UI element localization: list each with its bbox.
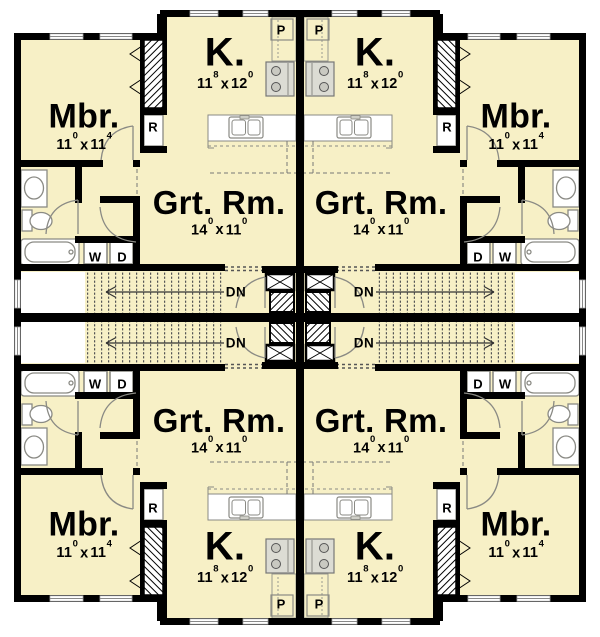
- bath-door: [45, 199, 79, 235]
- master-door: [100, 125, 134, 161]
- burner: [271, 82, 281, 92]
- unit-lower-right-geometry: [298, 316, 588, 627]
- walls: [14, 10, 300, 318]
- windows: [14, 10, 269, 309]
- bathtub-inner: [24, 241, 76, 263]
- window: [14, 279, 21, 309]
- appliance-boxes: [83, 114, 164, 265]
- sink-basin: [23, 176, 45, 200]
- toilet-bowl: [29, 211, 53, 231]
- burner: [271, 66, 281, 76]
- window: [49, 33, 84, 40]
- center-core: [143, 39, 296, 313]
- unit-upper-left-geometry: [14, 10, 300, 318]
- refrigerator-box: [143, 114, 164, 147]
- washer-box: [83, 240, 108, 265]
- stair-arrow: [105, 285, 224, 299]
- pantry-box: [270, 18, 294, 41]
- doors: [45, 45, 266, 309]
- kitchen-fixtures: [207, 16, 297, 149]
- window: [189, 10, 219, 17]
- bathroom-fixtures: [20, 169, 80, 266]
- faucet: [239, 115, 250, 120]
- range: [265, 61, 295, 97]
- unit-lower-left-geometry: [12, 316, 302, 627]
- window: [242, 10, 269, 17]
- unit-upper-right-geometry: [298, 8, 588, 319]
- window: [99, 33, 133, 40]
- entry-closet: [269, 291, 295, 313]
- dryer-box: [109, 240, 134, 265]
- hall-door: [99, 206, 137, 243]
- unit-entry-door: [235, 276, 266, 309]
- master-closet: [143, 39, 164, 109]
- dashed-lines: [136, 141, 296, 272]
- tub-drain: [68, 249, 74, 255]
- closet-bifold-doors: [129, 45, 143, 96]
